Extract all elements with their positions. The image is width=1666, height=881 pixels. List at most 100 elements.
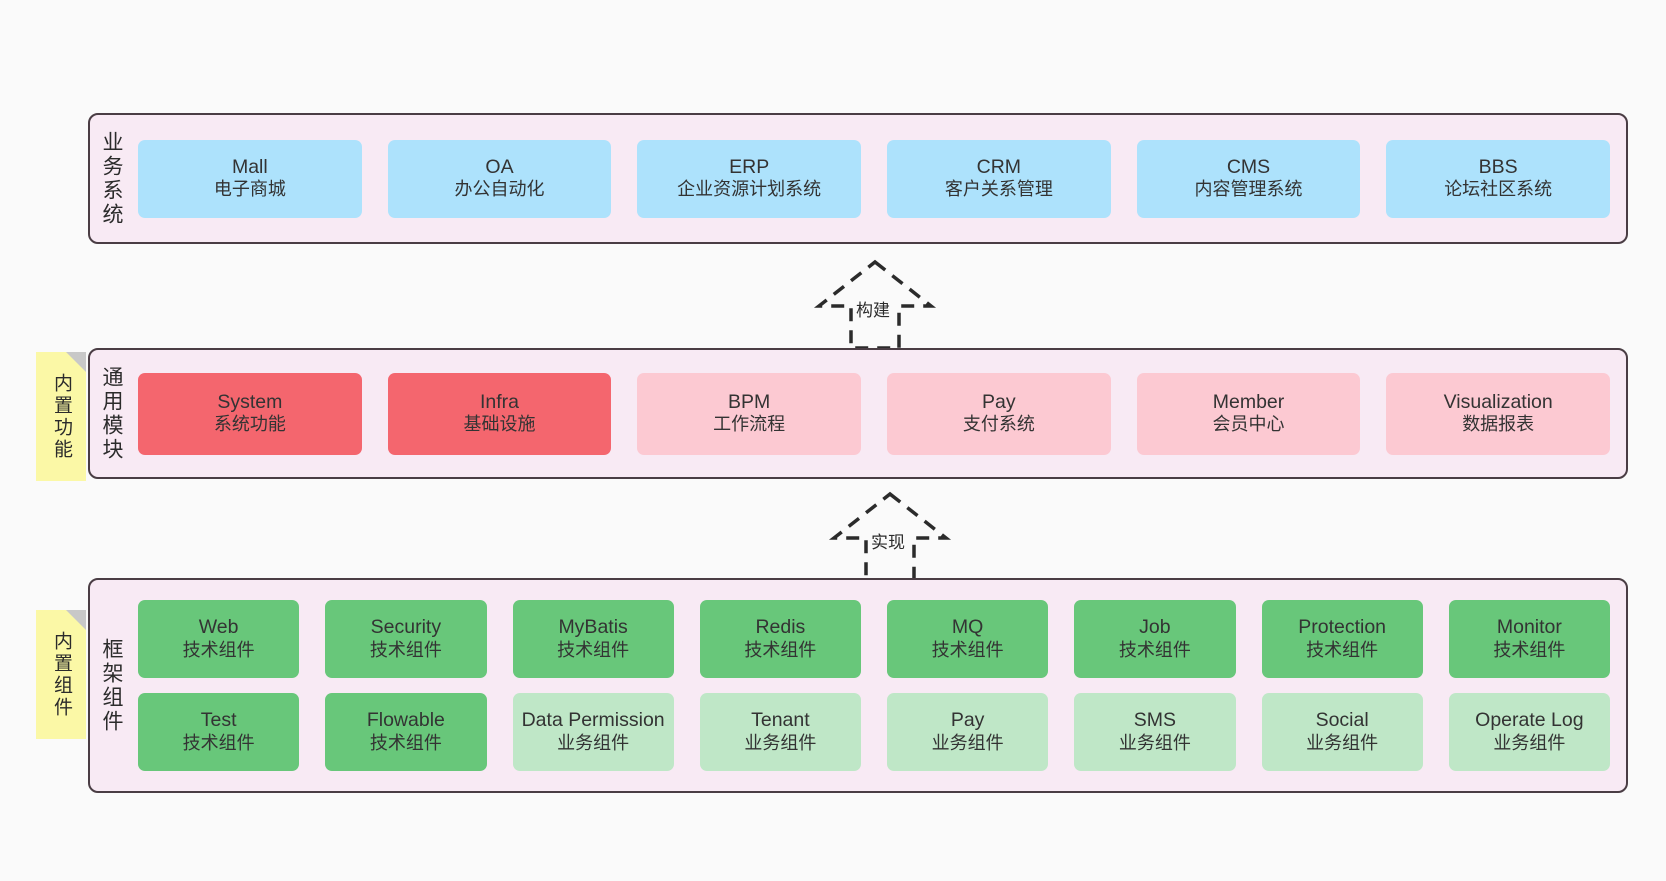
node-mq[interactable]: MQ 技术组件 [887, 600, 1049, 678]
node-title-cn: 技术组件 [931, 639, 1004, 660]
node-title-en: Pay [982, 390, 1016, 413]
node-title-en: Monitor [1496, 616, 1562, 639]
node-title-en: BPM [728, 390, 771, 413]
node-redis[interactable]: Redis 技术组件 [699, 600, 861, 678]
node-mall[interactable]: Mall 电子商城 [138, 139, 362, 218]
cell-row: System 系统功能 Infra 基础设施 BPM 工作流程 Pay 支付系统… [138, 372, 1611, 455]
node-flowable[interactable]: Flowable 技术组件 [325, 693, 487, 771]
note-builtin-components: 内置组件 [36, 610, 86, 739]
node-sms[interactable]: SMS 业务组件 [1074, 693, 1236, 771]
layer-framework-components-cells: Web 技术组件 Security 技术组件 MyBatis 技术组件 Redi… [132, 580, 1626, 791]
cell-row: Web 技术组件 Security 技术组件 MyBatis 技术组件 Redi… [138, 600, 1610, 678]
node-title-cn: 工作流程 [713, 414, 786, 435]
node-security[interactable]: Security 技术组件 [325, 600, 487, 678]
node-title-en: Redis [755, 616, 806, 639]
arrow-build-icon [813, 259, 937, 350]
node-pay-business[interactable]: Pay 业务组件 [887, 693, 1049, 771]
node-visualization[interactable]: Visualization 数据报表 [1386, 372, 1611, 455]
node-title-cn: 技术组件 [369, 732, 442, 753]
node-test[interactable]: Test 技术组件 [138, 693, 300, 771]
node-title-cn: 技术组件 [182, 732, 255, 753]
node-pay[interactable]: Pay 支付系统 [887, 372, 1111, 455]
node-title-en: System [217, 390, 283, 413]
layer-business-systems-cells: Mall 电子商城 OA 办公自动化 ERP 企业资源计划系统 CRM 客户关系… [132, 115, 1626, 242]
node-title-cn: 办公自动化 [454, 179, 545, 200]
node-title-en: CRM [976, 155, 1022, 178]
layer-common-modules: 通用模块 System 系统功能 Infra 基础设施 BPM 工作流程 Pay… [88, 348, 1628, 479]
node-title-cn: 数据报表 [1462, 414, 1535, 435]
layer-title-framework-components: 框架组件 [100, 637, 124, 734]
node-title-cn: 系统功能 [213, 414, 286, 435]
arrow-implement: 实现 [815, 490, 965, 582]
node-title-cn: 技术组件 [1306, 639, 1379, 660]
node-title-en: CMS [1226, 155, 1271, 178]
node-title-cn: 技术组件 [557, 639, 630, 660]
arrow-build: 构建 [800, 258, 950, 350]
note-builtin-functions-label: 内置功能 [50, 372, 72, 461]
node-title-en: Operate Log [1475, 709, 1584, 732]
node-title-en: Protection [1298, 616, 1387, 639]
node-title-en: Mall [231, 155, 268, 178]
node-title-en: ERP [729, 155, 770, 178]
node-title-cn: 技术组件 [182, 639, 255, 660]
node-protection[interactable]: Protection 技术组件 [1261, 600, 1423, 678]
cell-row: Mall 电子商城 OA 办公自动化 ERP 企业资源计划系统 CRM 客户关系… [138, 139, 1611, 218]
arrow-implement-label: 实现 [871, 533, 905, 552]
layer-business-systems: 业务系统 Mall 电子商城 OA 办公自动化 ERP 企业资源计划系统 CRM… [88, 113, 1628, 244]
node-title-en: Visualization [1443, 390, 1553, 413]
node-data-permission[interactable]: Data Permission 业务组件 [512, 693, 674, 771]
arrow-implement-icon [828, 491, 952, 582]
node-bpm[interactable]: BPM 工作流程 [637, 372, 862, 455]
layer-common-modules-cells: System 系统功能 Infra 基础设施 BPM 工作流程 Pay 支付系统… [132, 350, 1626, 477]
node-title-en: Pay [950, 709, 985, 732]
node-title-cn: 会员中心 [1212, 414, 1285, 435]
node-title-cn: 业务组件 [1493, 732, 1566, 753]
node-title-cn: 业务组件 [1118, 732, 1191, 753]
layer-title-business-systems: 业务系统 [100, 130, 124, 227]
node-system[interactable]: System 系统功能 [138, 372, 362, 455]
node-job[interactable]: Job 技术组件 [1074, 600, 1236, 678]
node-mybatis[interactable]: MyBatis 技术组件 [512, 600, 674, 678]
cell-row: Test 技术组件 Flowable 技术组件 Data Permission … [138, 693, 1610, 771]
node-member[interactable]: Member 会员中心 [1136, 372, 1361, 455]
node-title-cn: 电子商城 [213, 179, 286, 200]
node-title-en: Test [200, 709, 237, 732]
node-title-en: Social [1315, 709, 1369, 732]
node-title-cn: 基础设施 [463, 414, 536, 435]
node-title-cn: 业务组件 [557, 732, 630, 753]
node-bbs[interactable]: BBS 论坛社区系统 [1386, 139, 1611, 218]
node-title-cn: 客户关系管理 [944, 179, 1053, 200]
node-erp[interactable]: ERP 企业资源计划系统 [637, 139, 862, 218]
node-title-cn: 技术组件 [744, 639, 817, 660]
node-crm[interactable]: CRM 客户关系管理 [887, 139, 1111, 218]
node-title-en: Flowable [366, 709, 445, 732]
layer-title-common-modules: 通用模块 [100, 365, 124, 462]
arrow-build-label: 构建 [856, 301, 890, 320]
layer-framework-components: 框架组件 Web 技术组件 Security 技术组件 MyBatis 技术组件… [88, 578, 1628, 793]
node-title-en: MQ [951, 616, 984, 639]
node-title-cn: 内容管理系统 [1194, 179, 1303, 200]
node-web[interactable]: Web 技术组件 [138, 600, 300, 678]
node-title-en: Tenant [751, 709, 810, 732]
node-title-en: BBS [1478, 155, 1518, 178]
node-title-en: OA [485, 155, 514, 178]
node-title-en: Member [1212, 390, 1285, 413]
node-title-en: Security [370, 616, 442, 639]
node-title-cn: 技术组件 [1493, 639, 1566, 660]
node-title-en: Web [198, 616, 239, 639]
node-monitor[interactable]: Monitor 技术组件 [1448, 600, 1610, 678]
node-operate-log[interactable]: Operate Log 业务组件 [1448, 693, 1610, 771]
node-title-cn: 业务组件 [744, 732, 817, 753]
node-oa[interactable]: OA 办公自动化 [387, 139, 612, 218]
node-title-cn: 技术组件 [369, 639, 442, 660]
node-title-cn: 支付系统 [962, 414, 1035, 435]
node-title-cn: 业务组件 [1306, 732, 1379, 753]
node-social[interactable]: Social 业务组件 [1261, 693, 1423, 771]
node-cms[interactable]: CMS 内容管理系统 [1136, 139, 1361, 218]
note-builtin-components-label: 内置组件 [50, 630, 72, 719]
node-infra[interactable]: Infra 基础设施 [387, 372, 612, 455]
node-tenant[interactable]: Tenant 业务组件 [699, 693, 861, 771]
node-title-cn: 技术组件 [1118, 639, 1191, 660]
node-title-cn: 企业资源计划系统 [677, 179, 822, 200]
